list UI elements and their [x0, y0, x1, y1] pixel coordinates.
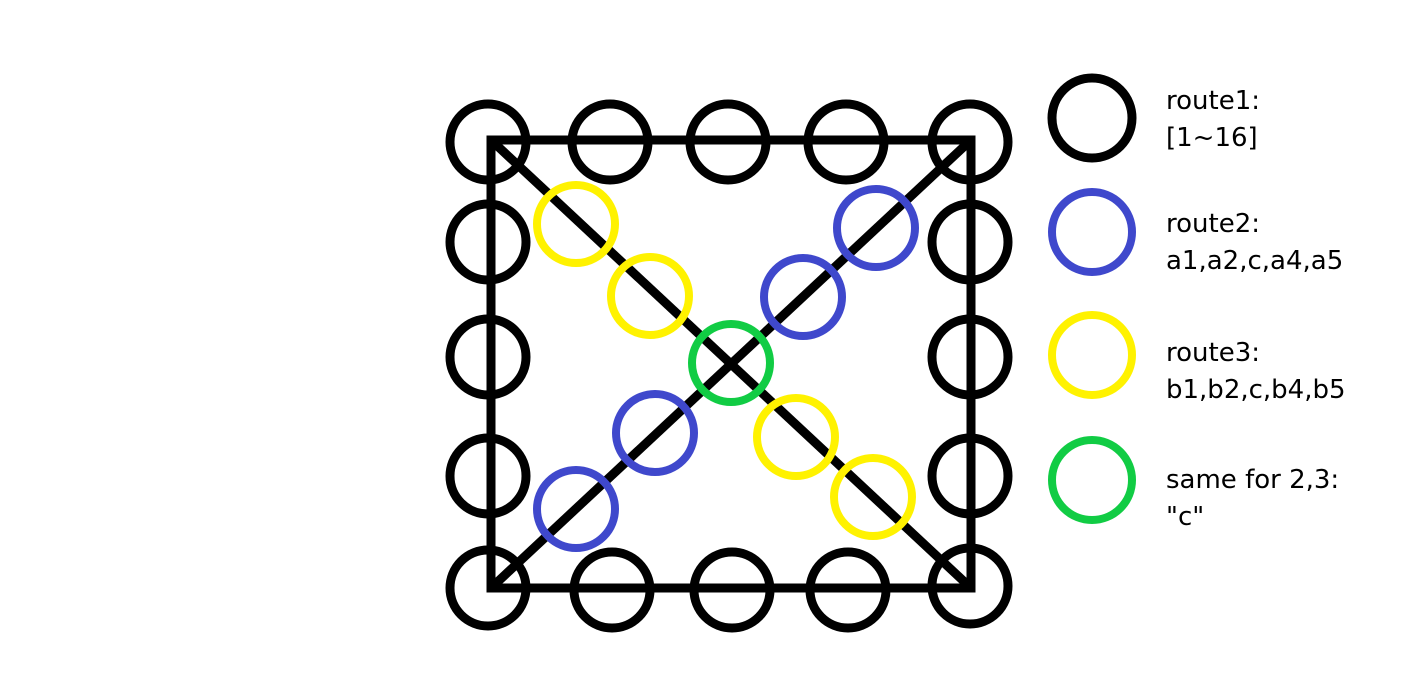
legend-swatch-route2: [1048, 188, 1136, 276]
legend-swatches: [1047, 73, 1137, 524]
legend-shared-title: same for 2,3:: [1166, 465, 1340, 495]
legend-swatch-shared: [1048, 436, 1136, 524]
route3-node-1: [533, 181, 619, 267]
route1-node-8: [445, 314, 531, 400]
legend-shared-nodes: "c": [1166, 502, 1205, 532]
route1-node-1: [445, 99, 531, 185]
legend-route3-nodes: b1,b2,c,b4,b5: [1166, 375, 1346, 405]
shared-node-c: [688, 320, 774, 406]
legend-route1-title: route1:: [1166, 86, 1260, 116]
route2-node-3: [612, 390, 698, 476]
route3-node-3: [753, 394, 839, 480]
route1-node-9: [927, 314, 1013, 400]
route1-node-6: [445, 199, 531, 285]
route3-node-4: [830, 454, 916, 540]
legend-route3-title: route3:: [1166, 338, 1260, 368]
route1-node-2: [567, 99, 653, 185]
route1-node-13: [569, 547, 655, 633]
route2-nodes: [533, 185, 919, 552]
legend-route2-nodes: a1,a2,c,a4,a5: [1166, 246, 1344, 276]
legend-route3: route3: b1,b2,c,b4,b5: [1166, 335, 1346, 409]
square-frame: [486, 135, 976, 593]
route1-node-12: [445, 545, 531, 631]
route1-node-14: [689, 547, 775, 633]
route1-node-15: [805, 547, 891, 633]
route1-node-4: [803, 99, 889, 185]
legend-shared: same for 2,3: "c": [1166, 462, 1339, 536]
route1-node-3: [685, 99, 771, 185]
route2-node-4: [533, 466, 619, 552]
route1-node-7: [927, 199, 1013, 285]
route1-node-16: [927, 543, 1013, 629]
legend-route2-title: route2:: [1166, 209, 1260, 239]
route1-node-11: [927, 433, 1013, 519]
route2-node-1: [833, 185, 919, 271]
route3-node-2: [607, 253, 693, 339]
route3-nodes: [533, 181, 916, 540]
legend-route1: route1: [1~16]: [1166, 83, 1260, 157]
outer-square: [486, 135, 976, 593]
route1-nodes: [445, 99, 1013, 633]
shared-nodes: [688, 320, 774, 406]
diagonal-bl-tr: [487, 136, 975, 592]
legend-swatch-route3: [1048, 311, 1136, 399]
route2-node-2: [760, 254, 846, 340]
route1-node-10: [445, 433, 531, 519]
legend-route2: route2: a1,a2,c,a4,a5: [1166, 206, 1343, 280]
legend-swatch-route1: [1047, 73, 1137, 163]
route1-node-5: [927, 99, 1013, 185]
legend-route1-nodes: [1~16]: [1166, 123, 1258, 153]
